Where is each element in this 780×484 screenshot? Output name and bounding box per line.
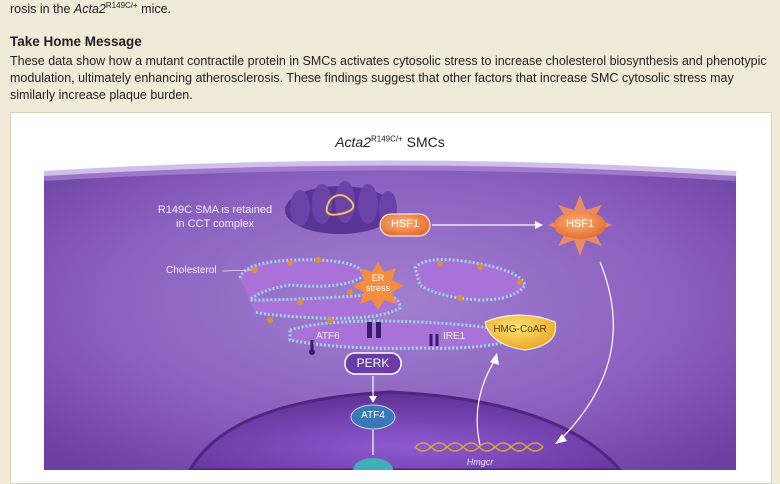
take-home-text: These data show how a mutant contractile… bbox=[10, 54, 767, 102]
er-stress-label: ER stress bbox=[365, 273, 390, 293]
atf4-label: ATF4 bbox=[361, 410, 385, 421]
perk-pill bbox=[344, 352, 402, 375]
cct-label: R149C SMA is retained in CCT complex bbox=[157, 204, 273, 230]
atf4-pill bbox=[350, 404, 396, 430]
nuclear-factor-icon bbox=[353, 458, 393, 470]
hmgcr-dna-icon bbox=[414, 442, 544, 452]
hsf1-to-dna-arrow bbox=[559, 261, 614, 441]
hsf1-right-label: HSF1 bbox=[565, 218, 595, 230]
hsf1-left-pill bbox=[379, 213, 431, 237]
hmg-coar-label: HMG-CoAR bbox=[493, 324, 547, 335]
cholesterol-dots bbox=[252, 257, 523, 323]
perk-receptor-icon bbox=[367, 322, 381, 338]
er-stress-burst bbox=[352, 262, 404, 310]
hmg-coar-shape bbox=[484, 314, 557, 351]
cct-complex-icon bbox=[285, 181, 397, 234]
ire1-label: IRE1 bbox=[443, 331, 466, 342]
atf6-receptor-icon bbox=[309, 340, 315, 355]
perk-label: PERK bbox=[356, 356, 390, 370]
figure-illustration bbox=[43, 160, 737, 470]
cholesterol-label: Cholesterol bbox=[166, 265, 217, 276]
endoplasmic-reticulum bbox=[238, 258, 527, 350]
nucleus bbox=[188, 390, 622, 470]
hsf1-right-burst bbox=[548, 195, 612, 256]
ire1-receptor-icon bbox=[429, 334, 439, 346]
atf6-label: ATF6 bbox=[316, 331, 340, 342]
figure-title: Acta2R149C/+ SMCs bbox=[335, 134, 445, 150]
previous-paragraph-tail: rosis in the Acta2R149C/+ mice. bbox=[10, 1, 172, 17]
take-home-heading: Take Home Message bbox=[10, 34, 142, 49]
dna-to-hmgcoar-arrow bbox=[476, 359, 496, 446]
hmgcr-label: Hmgcr bbox=[466, 457, 494, 467]
cell-membrane bbox=[43, 160, 737, 181]
hsf1-left-label: HSF1 bbox=[390, 218, 420, 230]
